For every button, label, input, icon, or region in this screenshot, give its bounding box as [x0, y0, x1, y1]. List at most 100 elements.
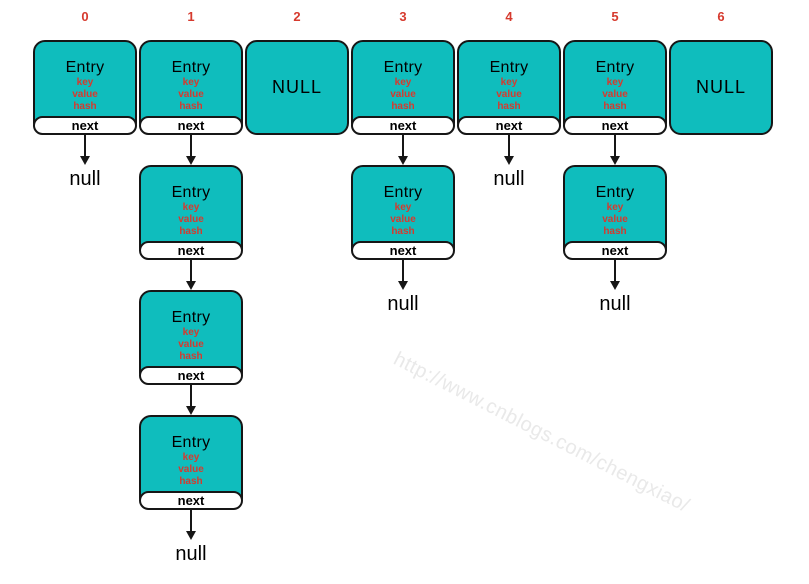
null-terminal-label: null: [493, 168, 525, 190]
entry-field-hash: hash: [179, 226, 203, 237]
arrow-down-icon: [398, 135, 408, 165]
null-terminal-label: null: [387, 293, 419, 315]
arrow-down-icon: [610, 260, 620, 290]
entry-field-value: value: [178, 89, 204, 100]
entry-next-pill: next: [33, 116, 137, 135]
entry-next-pill: next: [139, 241, 243, 260]
arrow-head: [398, 156, 408, 165]
entry-title: Entry: [65, 59, 105, 76]
entry-next-pill: next: [563, 116, 667, 135]
arrow-stem: [614, 135, 616, 156]
entry-next-pill: next: [351, 116, 455, 135]
entry-next-pill: next: [351, 241, 455, 260]
entry-title: Entry: [489, 59, 529, 76]
entry-field-value: value: [178, 464, 204, 475]
arrow-head: [398, 281, 408, 290]
entry-next-pill: next: [139, 491, 243, 510]
entry-field-key: key: [394, 77, 412, 88]
entry-field-value: value: [390, 89, 416, 100]
arrow-head: [186, 156, 196, 165]
arrow-down-icon: [80, 135, 90, 165]
bucket-index-label: 1: [187, 9, 195, 24]
entry-field-key: key: [606, 77, 624, 88]
entry-title: Entry: [383, 59, 423, 76]
arrow-down-icon: [186, 385, 196, 415]
bucket-index-label: 4: [505, 9, 513, 24]
entry-field-key: key: [76, 77, 94, 88]
bucket-index-label: 3: [399, 9, 407, 24]
entry-field-hash: hash: [391, 101, 415, 112]
entry-field-hash: hash: [391, 226, 415, 237]
arrow-down-icon: [186, 510, 196, 540]
arrow-head: [610, 281, 620, 290]
entry-field-hash: hash: [179, 101, 203, 112]
arrow-stem: [190, 385, 192, 406]
entry-field-key: key: [182, 452, 200, 463]
bucket-index-label: 2: [293, 9, 301, 24]
arrow-head: [186, 281, 196, 290]
null-terminal-label: null: [175, 543, 207, 565]
arrow-down-icon: [186, 260, 196, 290]
entry-field-key: key: [606, 202, 624, 213]
arrow-head: [610, 156, 620, 165]
watermark-text: http://www.cnblogs.com/chengxiao/: [390, 348, 694, 517]
entry-title: Entry: [383, 184, 423, 201]
arrow-stem: [614, 260, 616, 281]
entry-field-hash: hash: [603, 101, 627, 112]
entry-next-pill: next: [139, 116, 243, 135]
entry-title: Entry: [171, 309, 211, 326]
entry-title: Entry: [595, 59, 635, 76]
entry-field-key: key: [500, 77, 518, 88]
arrow-head: [186, 406, 196, 415]
entry-next-pill: next: [139, 366, 243, 385]
entry-title: Entry: [171, 434, 211, 451]
entry-title: Entry: [595, 184, 635, 201]
arrow-stem: [190, 510, 192, 531]
entry-field-value: value: [178, 339, 204, 350]
arrow-down-icon: [186, 135, 196, 165]
null-bucket-box: NULL: [245, 40, 349, 135]
arrow-stem: [508, 135, 510, 156]
null-terminal-label: null: [599, 293, 631, 315]
entry-field-key: key: [182, 77, 200, 88]
arrow-stem: [84, 135, 86, 156]
arrow-down-icon: [398, 260, 408, 290]
entry-title: Entry: [171, 184, 211, 201]
entry-field-hash: hash: [179, 476, 203, 487]
bucket-index-label: 6: [717, 9, 725, 24]
entry-field-value: value: [178, 214, 204, 225]
entry-title: Entry: [171, 59, 211, 76]
entry-field-hash: hash: [179, 351, 203, 362]
entry-field-value: value: [602, 214, 628, 225]
entry-field-value: value: [602, 89, 628, 100]
arrow-down-icon: [504, 135, 514, 165]
arrow-stem: [402, 135, 404, 156]
entry-field-key: key: [182, 327, 200, 338]
entry-field-value: value: [496, 89, 522, 100]
entry-field-value: value: [72, 89, 98, 100]
entry-field-hash: hash: [73, 101, 97, 112]
entry-field-key: key: [394, 202, 412, 213]
arrow-head: [80, 156, 90, 165]
bucket-index-label: 0: [81, 9, 89, 24]
arrow-stem: [190, 260, 192, 281]
entry-field-key: key: [182, 202, 200, 213]
arrow-stem: [190, 135, 192, 156]
entry-next-pill: next: [457, 116, 561, 135]
